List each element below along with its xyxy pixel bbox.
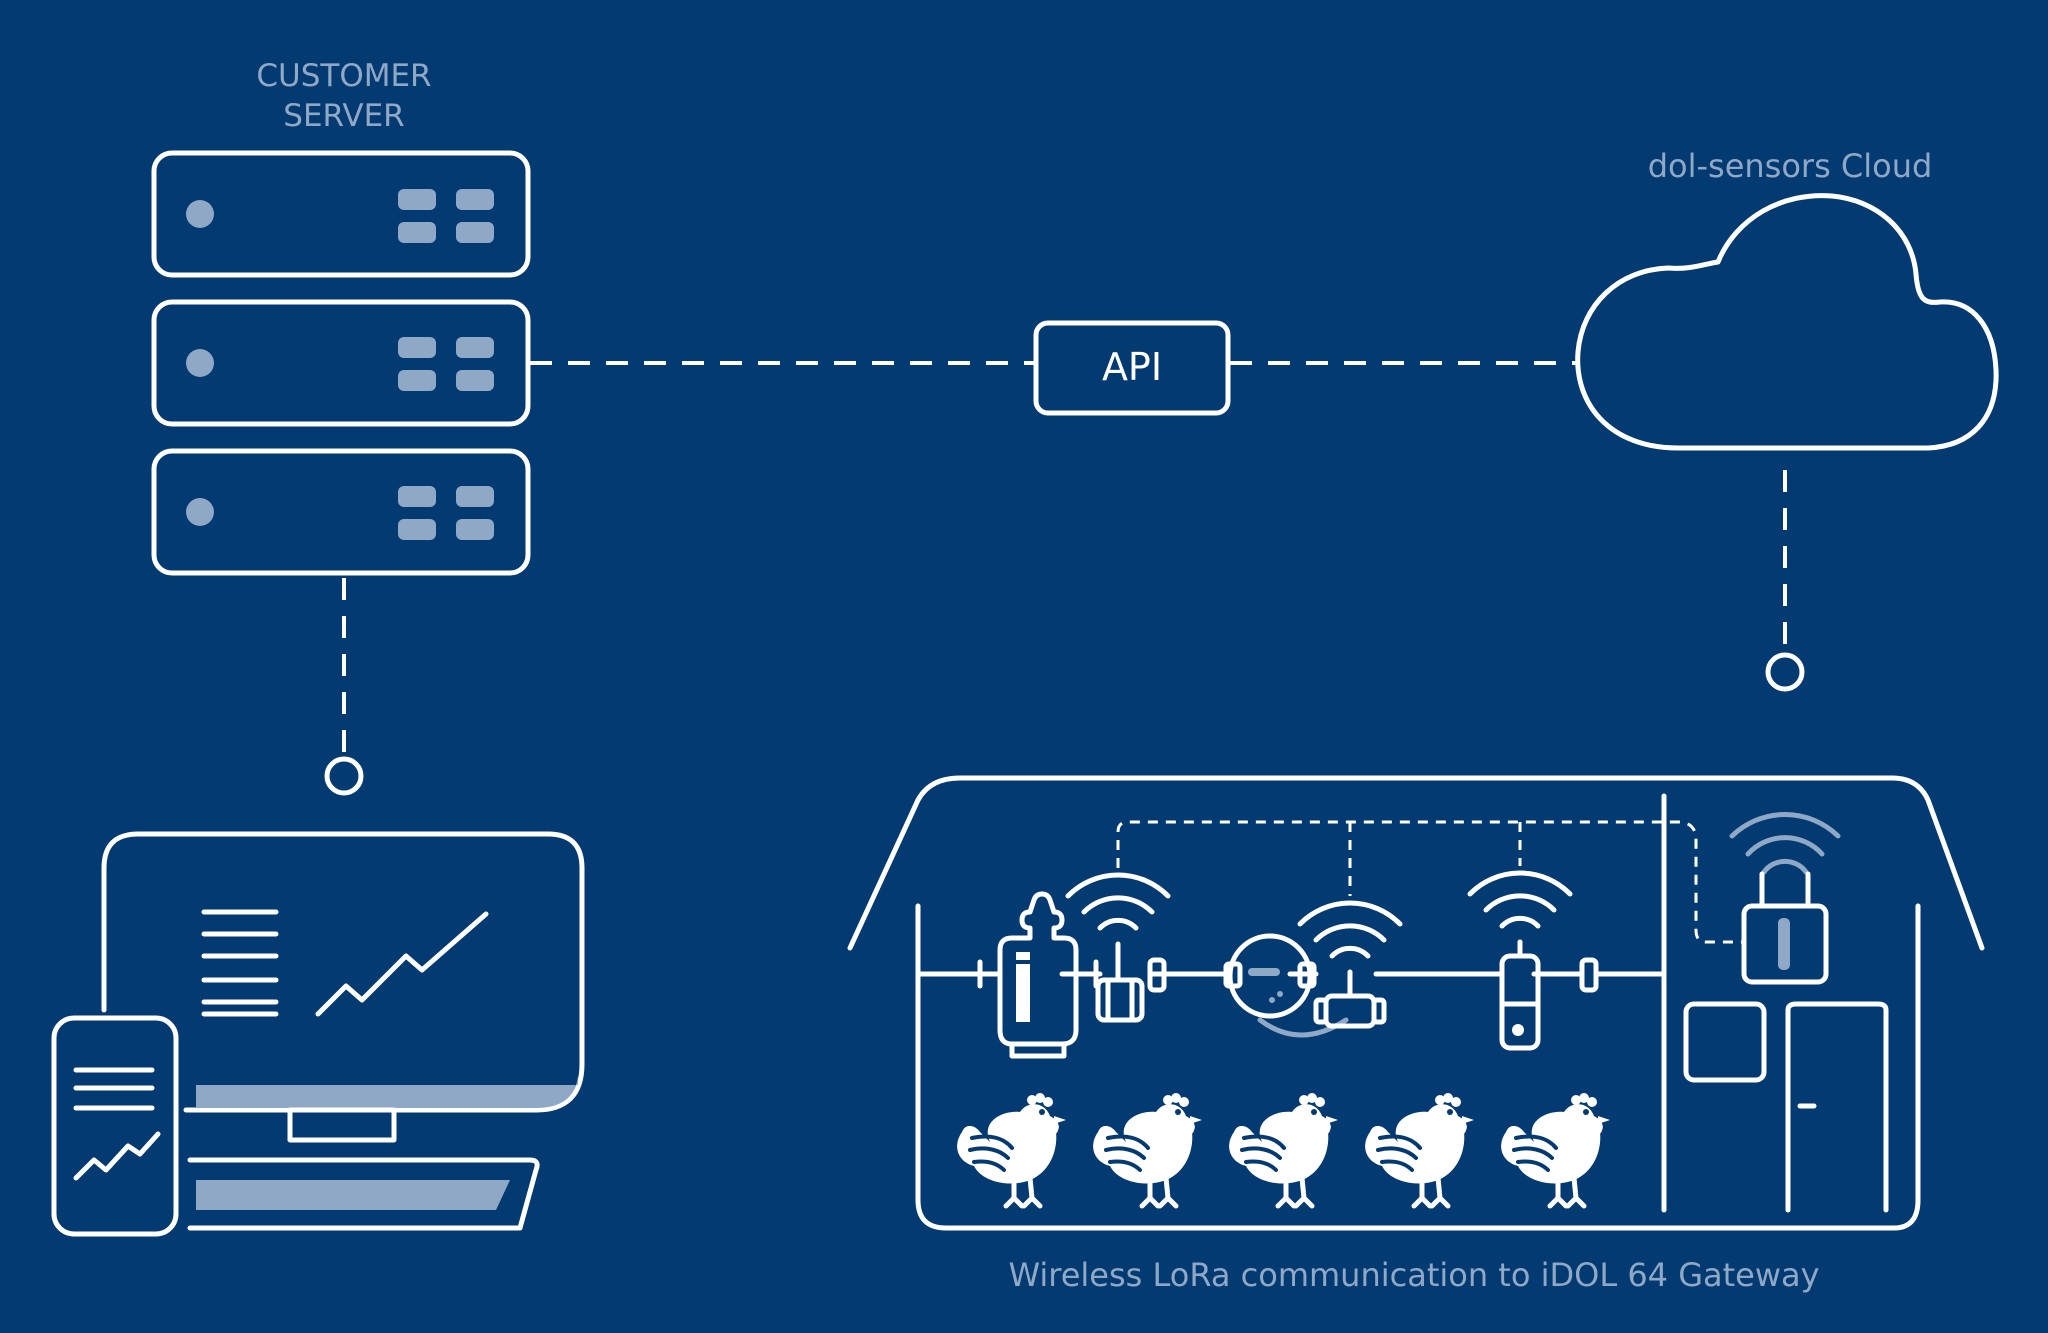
water-meter-icon	[1223, 933, 1349, 1038]
server-unit	[151, 299, 531, 427]
server-unit	[151, 150, 531, 278]
cloud-label: dol-sensors Cloud	[1648, 147, 1933, 185]
chicken-icon	[1229, 1093, 1338, 1206]
server-stack-icon	[151, 150, 531, 576]
connector-node	[324, 756, 364, 796]
gateway-router-icon	[1729, 812, 1841, 985]
smartphone-icon	[51, 1015, 179, 1237]
chicken-icon	[1501, 1093, 1610, 1206]
customer-server-label: CUSTOMER	[256, 58, 431, 94]
server-unit	[151, 448, 531, 576]
sensor-icon	[1313, 969, 1387, 1029]
chicken-icon	[1365, 1093, 1474, 1206]
api-label: API	[1102, 345, 1162, 389]
footer-caption: Wireless LoRa communication to iDOL 64 G…	[1008, 1256, 1819, 1294]
desktop-monitor-icon	[101, 831, 585, 1231]
customer-server-label-2: SERVER	[283, 98, 404, 134]
sensor-icon	[1499, 939, 1599, 1051]
connector-node	[1765, 652, 1805, 692]
chicken-icon	[957, 1093, 1066, 1206]
sensor-icon	[1095, 941, 1167, 1023]
chicken-icon	[1093, 1093, 1202, 1206]
cloud-icon	[1575, 193, 1999, 451]
api-box: API	[1033, 320, 1231, 416]
barn-icon	[847, 775, 1985, 1231]
water-tank-icon	[977, 891, 1099, 1059]
